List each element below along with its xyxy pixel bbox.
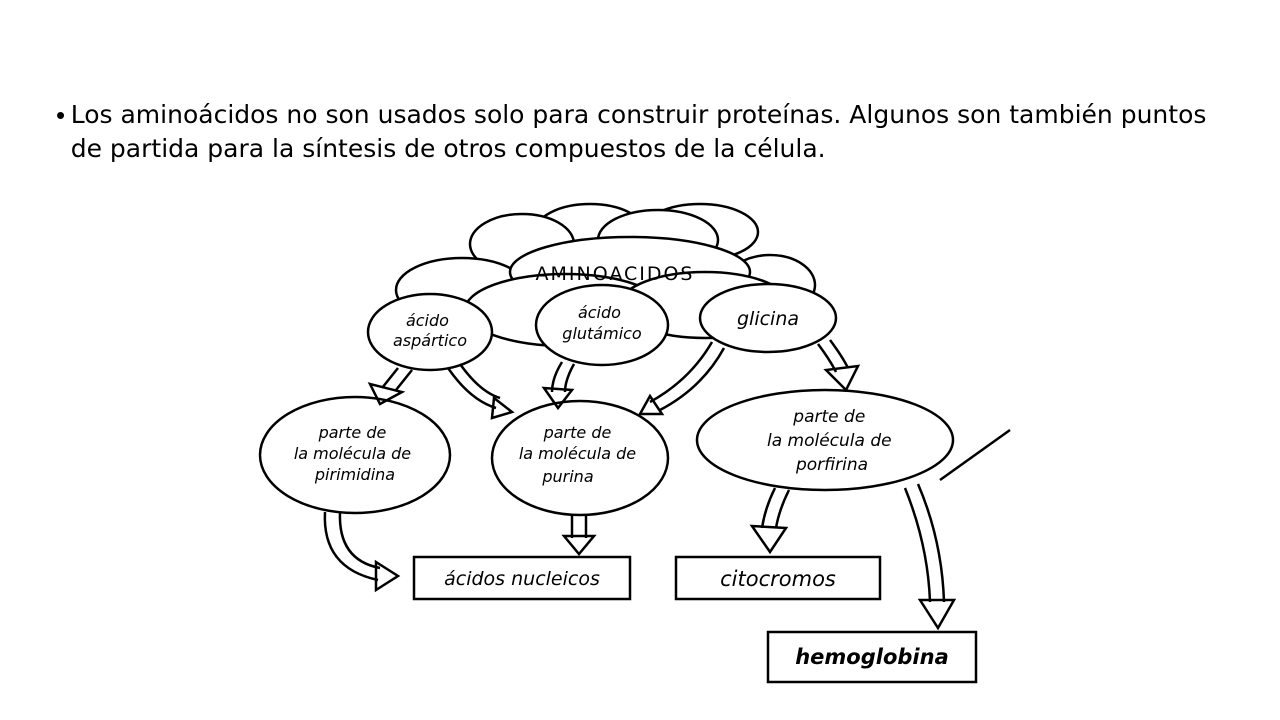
arrow-pirimidina-to-acidos-nucleicos bbox=[323, 511, 401, 593]
label-purina: parte de la molécula de purina bbox=[519, 423, 641, 486]
node-pirimidina bbox=[258, 395, 452, 515]
arrow-porfirina-to-hemoglobina bbox=[903, 483, 957, 631]
label-acido-aspartico: ácido aspártico bbox=[393, 311, 467, 350]
label-glicina: glicina bbox=[737, 308, 799, 330]
arrow-aspartico-to-pirimidina bbox=[367, 367, 413, 406]
box-citocromos bbox=[674, 555, 882, 601]
node-purina bbox=[490, 399, 670, 517]
label-hemoglobina: hemoglobina bbox=[795, 645, 949, 669]
bullet-text: Los aminoácidos no son usados solo para … bbox=[70, 100, 1207, 163]
cluster-label: AMINOACIDOS bbox=[535, 263, 694, 285]
node-acido-glutamico bbox=[534, 283, 670, 367]
arrow-aspartico-to-purina bbox=[446, 363, 515, 420]
box-hemoglobina bbox=[766, 630, 978, 684]
bullet-item: • Los aminoácidos no son usados solo par… bbox=[56, 98, 1236, 166]
arrow-glutamico-to-purina bbox=[541, 361, 576, 411]
node-acido-aspartico bbox=[366, 292, 494, 372]
arrow-glicina-to-porfirina bbox=[816, 339, 861, 393]
node-glicina bbox=[698, 282, 838, 354]
node-porfirina bbox=[695, 388, 955, 492]
label-acidos-nucleicos: ácidos nucleicos bbox=[444, 568, 600, 590]
arrow-porfirina-to-citocromos bbox=[749, 487, 791, 555]
bullet-dot-icon: • bbox=[56, 100, 66, 130]
label-acido-glutamico: ácido glutámico bbox=[562, 303, 642, 343]
box-acidos-nucleicos bbox=[412, 555, 632, 601]
arrow-purina-to-acidos-nucleicos bbox=[561, 514, 597, 556]
label-porfirina: parte de la molécula de porfirina bbox=[767, 407, 897, 475]
label-citocromos: citocromos bbox=[720, 567, 836, 591]
arrow-glicina-to-purina bbox=[637, 341, 726, 416]
stray-line bbox=[939, 428, 1011, 482]
label-pirimidina: parte de la molécula de pirimidina bbox=[294, 423, 416, 484]
